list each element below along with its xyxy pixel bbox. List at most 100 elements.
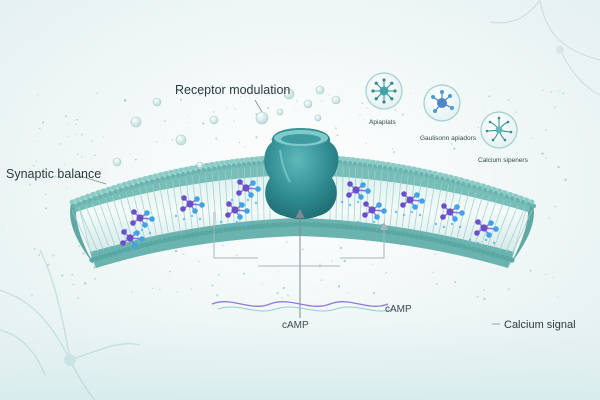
- lipid-head: [113, 189, 118, 194]
- calcium-sipeners-badge[interactable]: [480, 111, 518, 149]
- lipid-head: [469, 180, 475, 186]
- lipid-head: [414, 233, 420, 240]
- lipid-head: [440, 176, 445, 181]
- lipid-head: [241, 225, 247, 231]
- lipid-head: [496, 188, 502, 194]
- lipid-head: [123, 186, 129, 191]
- embedded-molecule: [394, 191, 425, 217]
- lipid-head: [358, 225, 364, 231]
- lipid-head: [244, 157, 250, 163]
- lipid-head: [365, 159, 371, 164]
- branching-neuron-icon: [485, 116, 513, 142]
- lipid-head: [137, 177, 143, 183]
- lipid-head: [118, 187, 124, 193]
- lipid-head: [391, 162, 396, 168]
- lipid-head: [206, 167, 212, 172]
- embedded-molecule: [114, 229, 145, 255]
- lipid-head: [495, 253, 501, 259]
- lipid-head: [398, 167, 403, 173]
- lipid-head: [406, 165, 412, 171]
- gaulisonn-apiadors-badge[interactable]: [423, 84, 461, 122]
- embedded-molecule: [124, 209, 155, 235]
- calcium-sipeners-label: Calcium sipeners: [478, 157, 529, 164]
- bubble: [331, 95, 341, 105]
- lipid-head: [77, 201, 82, 207]
- lipid-head: [515, 198, 520, 203]
- lipid-head: [471, 246, 477, 252]
- lipid-head: [524, 197, 529, 203]
- lipid-head: [443, 173, 449, 179]
- lipid-head: [87, 198, 92, 203]
- lipid-head: [148, 240, 154, 247]
- lipid-head: [370, 159, 376, 165]
- lipid-head: [144, 241, 150, 248]
- lipid-head: [334, 223, 340, 229]
- lipid-head: [194, 231, 201, 237]
- lipid-head: [259, 155, 265, 161]
- lipid-head: [388, 166, 393, 171]
- lipid-head: [344, 224, 350, 230]
- lipid-head: [175, 172, 181, 178]
- lipid-head: [450, 178, 456, 184]
- lipid-head: [488, 189, 493, 194]
- lipid-head: [475, 247, 482, 254]
- lipid-head: [98, 254, 104, 260]
- embedded-molecule: [468, 219, 499, 245]
- lipid-head: [499, 254, 506, 260]
- embedded-molecule: [434, 203, 465, 229]
- lipid-head: [147, 174, 153, 180]
- receptor-protein[interactable]: [264, 128, 339, 219]
- lipid-head: [419, 171, 424, 177]
- label-pointers: [79, 99, 500, 325]
- lipid-head: [246, 224, 252, 230]
- lipid-head: [107, 251, 113, 257]
- lipid-head: [350, 157, 356, 163]
- lipid-head: [232, 226, 238, 232]
- lipid-head: [413, 170, 419, 176]
- lipid-head: [168, 169, 174, 175]
- lipid-head: [485, 250, 491, 256]
- lipid-head: [288, 221, 294, 227]
- apiaplats-badge[interactable]: [365, 72, 403, 110]
- lipid-head: [134, 183, 139, 188]
- lipid-head: [452, 241, 458, 248]
- lipid-head: [144, 180, 150, 185]
- embedded-molecule: [219, 201, 250, 227]
- lipid-head: [219, 160, 225, 166]
- bubble: [175, 134, 187, 146]
- lipid-head: [93, 255, 100, 262]
- receptor-highlight: [279, 149, 291, 183]
- lipid-head: [411, 166, 417, 172]
- lipid-head: [158, 172, 164, 178]
- lipid-head: [320, 222, 326, 228]
- lipid-head: [236, 162, 242, 168]
- lipid-head: [80, 195, 85, 201]
- bubble: [112, 157, 122, 167]
- lipid-head: [355, 157, 361, 163]
- lipid-head: [345, 156, 351, 162]
- lipid-head: [121, 181, 127, 187]
- receptor-body[interactable]: [264, 128, 339, 219]
- lipid-head: [278, 222, 284, 228]
- lipid-head: [416, 167, 422, 173]
- lipid-head: [255, 223, 261, 229]
- lipid-head: [456, 180, 461, 185]
- lipid-head: [191, 169, 196, 175]
- bubble: [315, 85, 325, 95]
- neuron-network-icon: [371, 78, 397, 104]
- lipid-head: [199, 230, 205, 236]
- lipid-head: [302, 221, 308, 227]
- molecule-atom-icon: [431, 90, 454, 113]
- lipid-head: [529, 199, 535, 205]
- lipid-head: [490, 251, 496, 257]
- lipid-head: [209, 162, 215, 167]
- lipid-head: [160, 176, 165, 181]
- receptor-modulation-label: Receptor modulation: [175, 83, 290, 97]
- lipid-head: [208, 229, 215, 235]
- lipid-head: [111, 185, 117, 190]
- lipid-head: [95, 190, 101, 195]
- bubble: [303, 99, 313, 109]
- lipid-head: [171, 235, 178, 241]
- lipid-head: [466, 183, 472, 188]
